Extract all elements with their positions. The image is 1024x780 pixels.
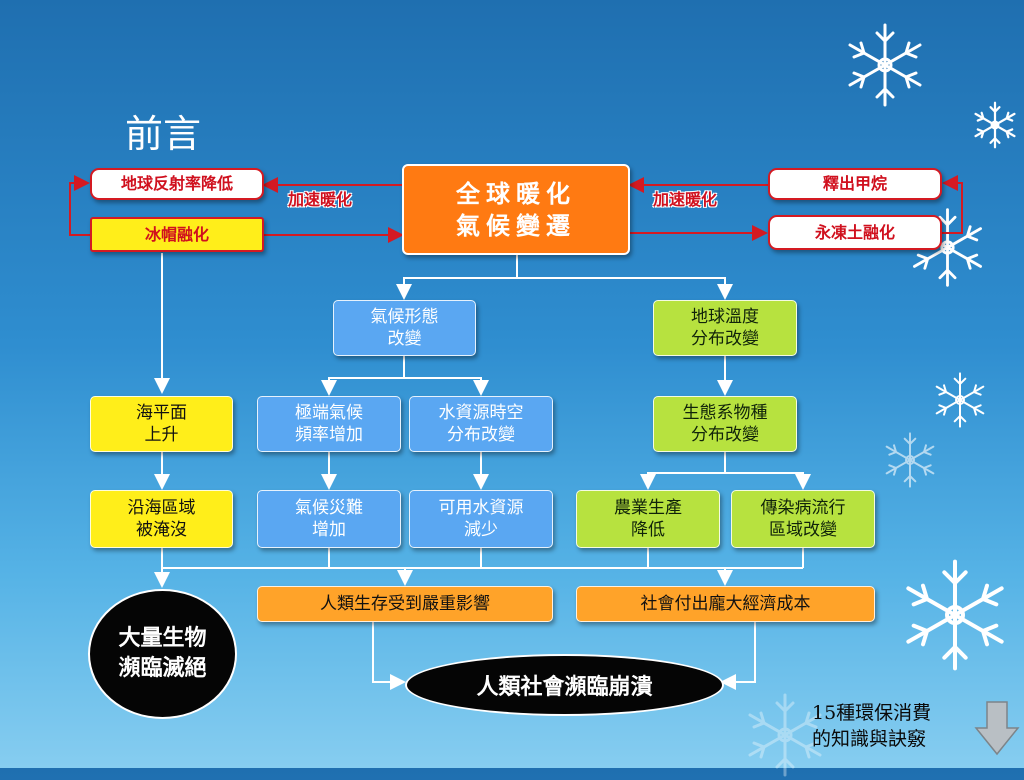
disease-box: 傳染病流行 區域改變 (731, 490, 875, 548)
human-survival-box: 人類生存受到嚴重影響 (257, 586, 553, 622)
accelerate-label-right: 加速暖化 (653, 190, 718, 209)
water-supply-box: 可用水資源 減少 (409, 490, 553, 548)
snowflake-icon (848, 23, 922, 107)
coastal-flooding-box: 沿海區域 被淹沒 (90, 490, 233, 548)
agriculture-box: 農業生產 降低 (576, 490, 720, 548)
climate-pattern-box: 氣候形態 改變 (333, 300, 476, 356)
footer-caption: 15種環保消費 的知識與訣竅 (812, 702, 932, 750)
methane-box: 釋出甲烷 (768, 168, 942, 200)
collapse-ellipse: 人類社會瀕臨崩潰 (405, 654, 724, 716)
extinction-circle: 大量生物 瀕臨滅絕 (88, 589, 237, 719)
permafrost-box: 永凍土融化 (768, 215, 942, 250)
extreme-weather-box: 極端氣候 頻率增加 (257, 396, 401, 452)
reflectivity-box: 地球反射率降低 (90, 168, 264, 200)
sea-level-box: 海平面 上升 (90, 396, 233, 452)
ecosystem-box: 生態系物種 分布改變 (653, 396, 797, 452)
disaster-box: 氣候災難 增加 (257, 490, 401, 548)
global-warming-box: 全球暖化 氣候變遷 (402, 164, 630, 255)
water-distribution-box: 水資源時空 分布改變 (409, 396, 553, 452)
down-arrow-icon[interactable] (974, 700, 1020, 756)
economic-cost-box: 社會付出龐大經濟成本 (576, 586, 875, 622)
page-title: 前言 (125, 112, 202, 156)
temperature-box: 地球溫度 分布改變 (653, 300, 797, 356)
accelerate-label-left: 加速暖化 (288, 190, 353, 209)
ice-cap-box: 冰帽融化 (90, 217, 264, 252)
